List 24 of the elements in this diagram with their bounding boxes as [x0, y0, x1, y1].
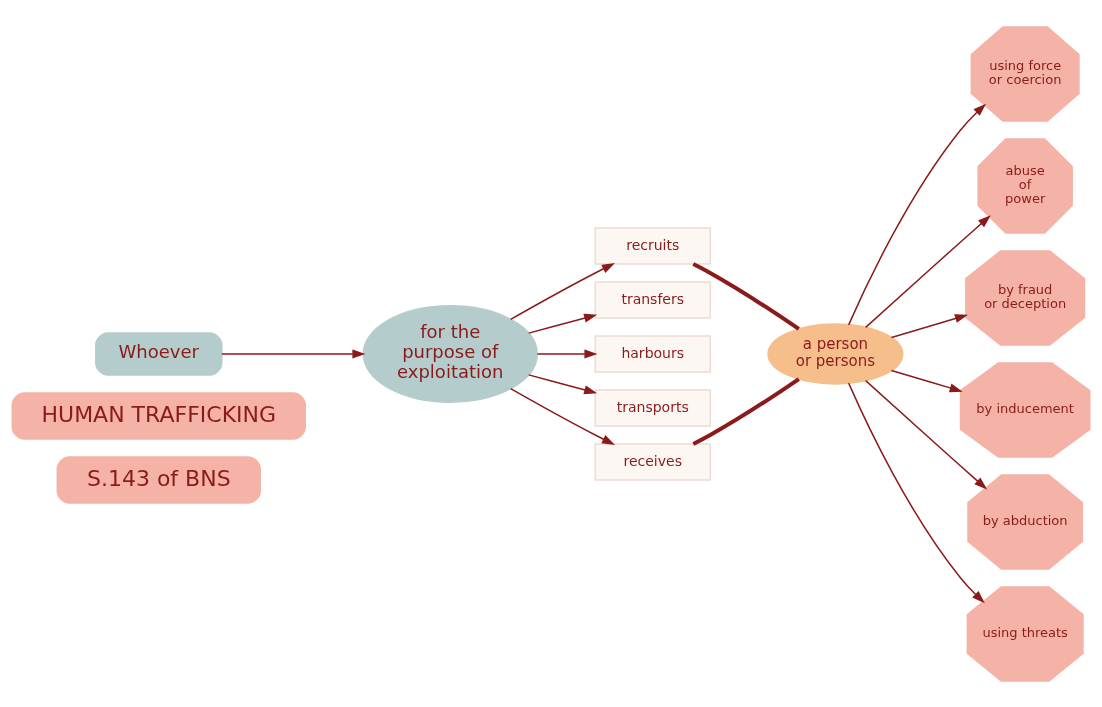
node-box: HUMAN TRAFFICKING: [11, 391, 307, 440]
arrow: [890, 369, 963, 392]
arrow: [847, 103, 987, 326]
node-box: transports: [594, 388, 711, 427]
arrow: [890, 313, 968, 338]
node-box: S.143 of BNS: [56, 455, 262, 504]
arrow: [528, 313, 598, 334]
arrow: [864, 214, 991, 328]
node-box: recruits: [594, 226, 711, 265]
arrow: [536, 348, 598, 359]
connector: [692, 261, 800, 331]
arrow: [509, 387, 615, 445]
node-box: harbours: [594, 334, 711, 373]
arrow: [864, 379, 988, 490]
node-box: receives: [594, 442, 711, 481]
node-box: Whoever: [95, 331, 223, 376]
node-ellipse: for the purpose of exploitation: [362, 304, 538, 403]
node-box: transfers: [594, 280, 711, 319]
arrow: [847, 381, 985, 603]
connector: [692, 376, 800, 446]
arrow: [509, 262, 615, 320]
arrow: [221, 348, 366, 359]
arrow: [528, 373, 598, 394]
node-ellipse: a person or persons: [767, 322, 904, 385]
